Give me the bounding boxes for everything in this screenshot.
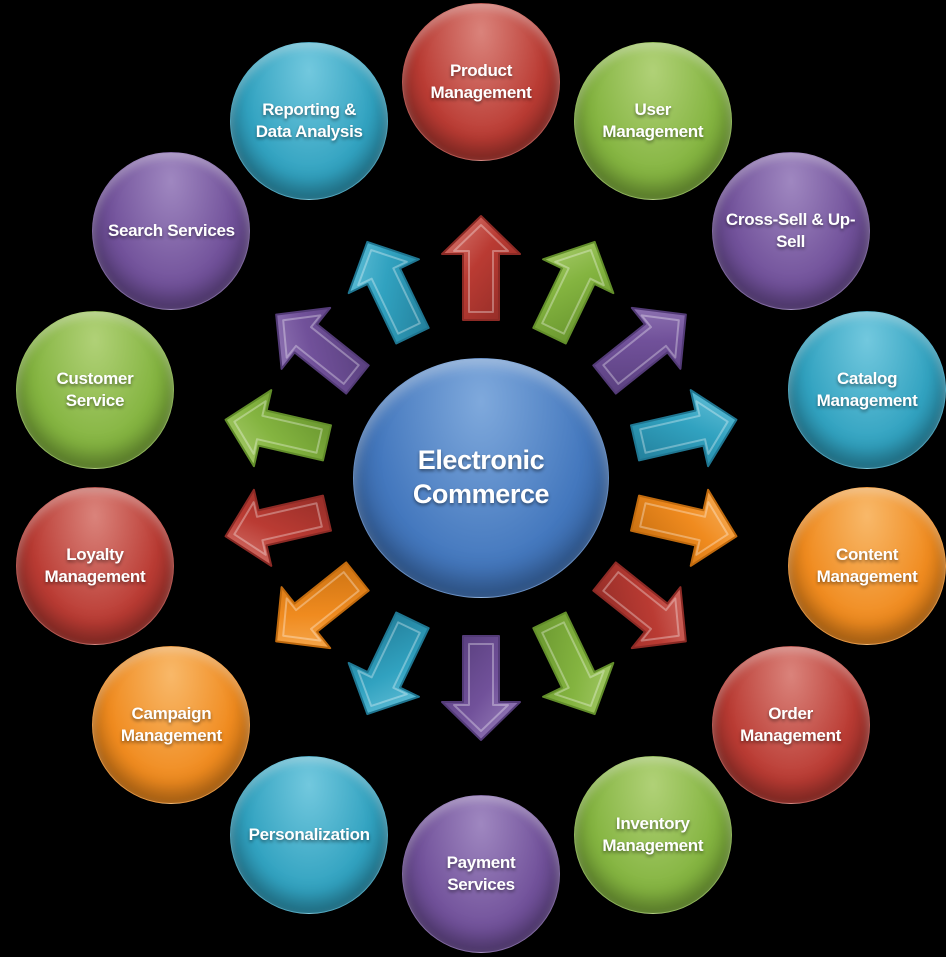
arrow-to-personalization — [329, 600, 452, 734]
node-personalization: Personalization — [230, 755, 389, 914]
node-loyalty-management: Loyalty Management — [15, 487, 174, 646]
arrow-to-loyalty-management — [214, 472, 338, 578]
node-label-content-management: Content Management — [816, 545, 918, 587]
arrow-to-campaign-management — [248, 542, 385, 675]
arrow-to-product-management — [439, 214, 523, 322]
node-customer-service: Customer Service — [15, 310, 174, 469]
node-inventory-management: Inventory Management — [573, 755, 732, 914]
node-label-customer-service: Customer Service — [56, 369, 134, 410]
node-label-loyalty-management: Loyalty Management — [44, 545, 146, 587]
arrow-to-search-services — [248, 281, 385, 414]
node-label-catalog-management: Catalog Management — [816, 369, 918, 410]
node-label-cross-sell-up-sell: Cross-Sell & Up- Sell — [725, 210, 856, 252]
node-reporting-data-analysis: Reporting & Data Analysis — [230, 42, 389, 201]
arrow-to-content-management — [624, 472, 748, 578]
node-label-product-management: Product Management — [430, 61, 532, 102]
node-label-reporting-data-analysis: Reporting & Data Analysis — [255, 100, 363, 142]
node-cross-sell-up-sell: Cross-Sell & Up- Sell — [711, 152, 870, 311]
node-label-personalization: Personalization — [248, 824, 370, 844]
node-label-payment-services: Payment Services — [446, 853, 516, 894]
arrow-to-catalog-management — [624, 378, 748, 484]
arrow-to-payment-services — [439, 634, 523, 742]
node-label-search-services: Search Services — [107, 221, 235, 241]
node-label-campaign-management: Campaign Management — [120, 704, 222, 745]
node-label-inventory-management: Inventory Management — [602, 814, 704, 855]
arrow-to-order-management — [577, 542, 714, 675]
node-product-management: Product Management — [402, 3, 560, 161]
center-node-electronic-commerce: Electronic Commerce — [353, 358, 609, 598]
arrow-to-user-management — [511, 222, 634, 356]
node-user-management: User Management — [573, 42, 732, 201]
node-content-management: Content Management — [788, 487, 946, 646]
arrow-to-reporting-data-analysis — [329, 222, 452, 356]
arrow-to-cross-sell-up-sell — [577, 281, 714, 414]
arrow-to-customer-service — [214, 378, 338, 484]
center-node-label: Electronic Commerce — [412, 445, 550, 509]
node-order-management: Order Management — [711, 645, 870, 804]
node-payment-services: Payment Services — [402, 795, 560, 953]
node-search-services: Search Services — [92, 152, 251, 311]
node-label-user-management: User Management — [602, 100, 704, 142]
node-label-order-management: Order Management — [740, 704, 842, 745]
node-campaign-management: Campaign Management — [92, 645, 251, 804]
node-catalog-management: Catalog Management — [788, 310, 946, 469]
arrow-to-inventory-management — [511, 600, 634, 734]
